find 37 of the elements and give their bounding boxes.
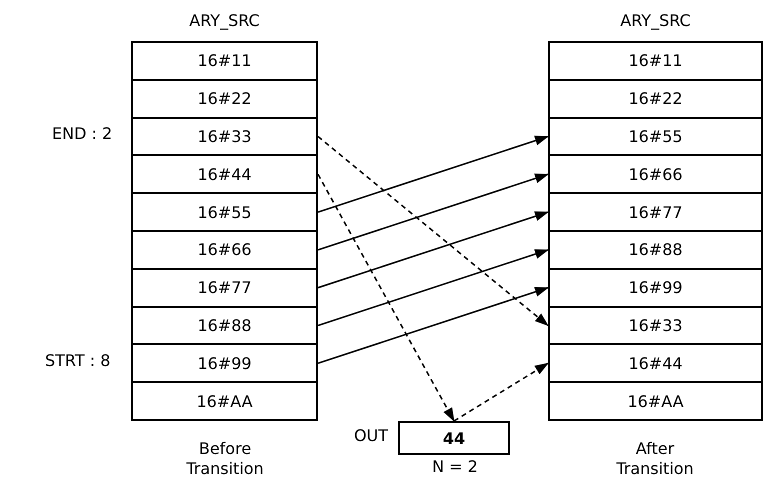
arrow xyxy=(318,136,549,213)
array-cell: 16#88 xyxy=(131,306,318,346)
arrow xyxy=(318,286,549,364)
array-cell: 16#77 xyxy=(548,192,763,232)
output-box: 44 xyxy=(398,421,510,455)
array-title: ARY_SRC xyxy=(188,10,261,32)
arrow xyxy=(318,174,549,251)
array-cell: 16#11 xyxy=(548,41,763,81)
array-cell: 16#66 xyxy=(131,230,318,270)
arrow xyxy=(318,249,549,326)
array-cell: 16#33 xyxy=(548,306,763,346)
arrow xyxy=(318,211,549,288)
array-cell: 16#66 xyxy=(548,154,763,194)
array-cell: 16#44 xyxy=(131,154,318,194)
dashed-arrow xyxy=(317,174,455,422)
node-label: Before Transition xyxy=(185,439,265,479)
array-cell: 16#22 xyxy=(131,78,318,119)
array-cell: 16#99 xyxy=(131,343,318,384)
array-cell: 16#55 xyxy=(131,192,318,232)
array-cell: 16#AA xyxy=(131,381,318,421)
variable-label: END : 2 xyxy=(52,124,112,143)
array-cell: 16#44 xyxy=(548,343,763,384)
array-title: ARY_SRC xyxy=(619,10,692,32)
array-cell: 16#55 xyxy=(548,116,763,156)
array-cell: 16#99 xyxy=(548,268,763,308)
array-cell: 16#22 xyxy=(548,78,763,119)
node-label: N = 2 xyxy=(431,457,479,477)
array-cell: 16#33 xyxy=(131,116,318,156)
array-cell: 16#11 xyxy=(131,41,318,81)
node-label: OUT xyxy=(352,426,390,446)
array-cell: 16#88 xyxy=(548,230,763,270)
variable-label: STRT : 8 xyxy=(45,351,110,370)
dashed-arrow xyxy=(318,136,549,326)
node-label: After Transition xyxy=(615,439,695,479)
dashed-arrow xyxy=(454,362,549,422)
array-cell: 16#AA xyxy=(548,381,763,421)
array-cell: 16#77 xyxy=(131,268,318,308)
